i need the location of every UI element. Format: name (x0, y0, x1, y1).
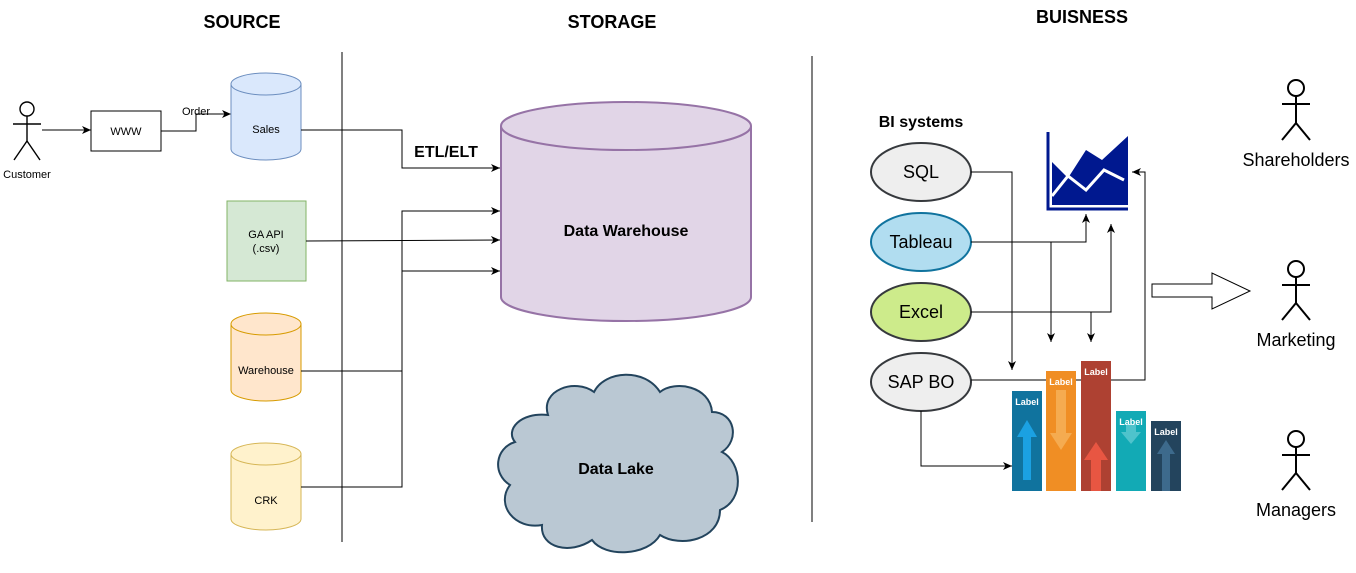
data-warehouse-label: Data Warehouse (564, 223, 689, 240)
ga-api-label: GA API (248, 229, 283, 241)
crk-database-icon (230, 442, 302, 531)
section-title-business: BUISNESS (1036, 7, 1128, 27)
www-box (90, 110, 162, 152)
bar-label: Label (1084, 367, 1108, 377)
edge-warehouse-dw (301, 207, 500, 372)
edge-ga-dw (305, 236, 501, 245)
bar-label: Label (1154, 427, 1178, 437)
bar-chart-icon: Label Label Label Label Label (1012, 361, 1181, 491)
sales-label: Sales (252, 124, 280, 136)
sales-database-icon (230, 72, 302, 161)
data-lake-cloud-icon (497, 373, 739, 554)
marketing-label: Marketing (1256, 330, 1335, 350)
order-label: Order (182, 106, 210, 118)
flow-arrow-icon (1151, 272, 1252, 310)
data-warehouse-cylinder-icon (500, 101, 752, 322)
data-lake-label: Data Lake (578, 461, 654, 478)
edge-tableau-areachart (971, 214, 1090, 243)
edge-sales-dw (301, 129, 500, 172)
managers-actor-icon (1281, 430, 1311, 491)
etl-label: ETL/ELT (414, 144, 478, 161)
excel-label: Excel (899, 302, 943, 322)
warehouse-label: Warehouse (238, 365, 294, 377)
bar-label: Label (1049, 377, 1073, 387)
warehouse-database-icon (230, 312, 302, 402)
shareholders-label: Shareholders (1242, 150, 1349, 170)
www-label: WWW (110, 126, 142, 138)
section-title-storage: STORAGE (568, 12, 657, 32)
edge-sql-barchart (971, 171, 1016, 370)
area-chart-icon (1046, 132, 1128, 211)
edge-www-sales (161, 110, 231, 132)
crk-label: CRK (254, 495, 278, 507)
customer-actor-icon (13, 101, 41, 161)
ga-api-format-label: (.csv) (253, 243, 280, 255)
ga-api-box (226, 200, 307, 282)
managers-label: Managers (1256, 500, 1336, 520)
sql-label: SQL (903, 162, 939, 182)
edge-sapbo-barchart (920, 411, 1012, 470)
bar-label: Label (1119, 417, 1143, 427)
bi-systems-title: BI systems (879, 114, 964, 131)
customer-label: Customer (3, 169, 51, 181)
marketing-actor-icon (1281, 260, 1311, 321)
edge-crk-dw (301, 267, 500, 488)
sap-bo-label: SAP BO (888, 372, 955, 392)
edge-excel-areachart (971, 224, 1115, 313)
shareholders-actor-icon (1281, 79, 1311, 141)
bar-label: Label (1015, 397, 1039, 407)
tableau-label: Tableau (889, 232, 952, 252)
section-title-source: SOURCE (203, 12, 280, 32)
